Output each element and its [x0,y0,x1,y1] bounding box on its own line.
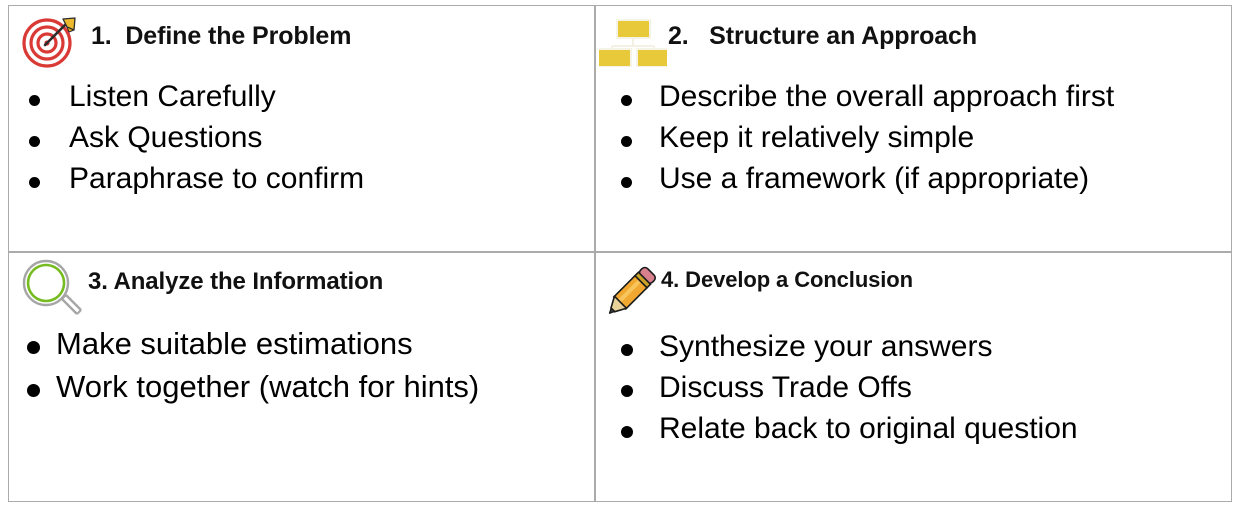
bullet-dot-icon [621,136,632,147]
list-item: Discuss Trade Offs [621,371,1078,405]
quadrant-1-bullet-list: Listen Carefully Ask Questions Paraphras… [29,80,364,203]
quadrant-3-header: 3. Analyze the Information [9,254,594,316]
quadrant-4-bullet-list: Synthesize your answers Discuss Trade Of… [621,330,1078,453]
bullet-label: Describe the overall approach first [659,80,1115,113]
list-item: Keep it relatively simple [621,121,1114,155]
bullet-dot-icon [27,341,40,354]
org-chart-icon [599,15,667,67]
list-item: Listen Carefully [29,80,364,114]
target-icon [19,12,81,68]
bullet-label: Ask Questions [69,121,263,154]
quadrant-4-header: 4. Develop a Conclusion [597,254,1231,316]
list-item: Paraphrase to confirm [29,162,364,196]
bullet-label: Relate back to original question [659,412,1078,445]
list-item: Make suitable estimations [27,326,479,362]
bullet-label: Listen Carefully [69,80,276,113]
bullet-label: Make suitable estimations [56,326,413,361]
bullet-dot-icon [29,177,40,188]
list-item: Work together (watch for hints) [27,369,479,405]
pencil-icon [601,259,659,325]
grid-horizontal-divider [8,251,1232,253]
quadrant-4-title: 4. Develop a Conclusion [661,267,913,292]
quadrant-3-bullet-list: Make suitable estimations Work together … [27,326,479,412]
bullet-label: Work together (watch for hints) [56,369,480,404]
grid-vertical-divider [594,5,596,502]
bullet-dot-icon [621,344,633,356]
list-item: Synthesize your answers [621,330,1078,364]
quadrant-2-bullet-list: Describe the overall approach first Keep… [621,80,1114,203]
quadrant-3-title: 3. Analyze the Information [88,268,384,295]
quadrant-define-the-problem: 1. Define the Problem Listen Carefully A… [9,6,594,251]
quadrant-1-header: 1. Define the Problem [9,6,594,68]
bullet-label: Keep it relatively simple [659,121,975,154]
bullet-dot-icon [621,95,632,106]
list-item: Relate back to original question [621,412,1078,446]
quadrant-2-title: 2. Structure an Approach [668,22,978,50]
quadrant-develop-a-conclusion: 4. Develop a Conclusion Synthesize your … [597,254,1231,501]
quadrant-structure-an-approach: 2. Structure an Approach Describe the ov… [597,6,1231,251]
bullet-dot-icon [621,177,632,188]
quadrant-analyze-the-information: 3. Analyze the Information Make suitable… [9,254,594,501]
bullet-dot-icon [621,385,633,397]
quadrant-1-title: 1. Define the Problem [91,22,352,50]
quadrant-2-header: 2. Structure an Approach [597,6,1231,68]
bullet-label: Discuss Trade Offs [659,371,912,404]
bullet-label: Paraphrase to confirm [69,162,365,195]
bullet-label: Synthesize your answers [659,330,993,363]
bullet-label: Use a framework (if appropriate) [659,162,1090,195]
list-item: Describe the overall approach first [621,80,1114,114]
bullet-dot-icon [621,426,633,438]
bullet-dot-icon [29,95,40,106]
bullet-dot-icon [29,136,40,147]
list-item: Use a framework (if appropriate) [621,162,1114,196]
magnifying-glass-icon [19,258,85,320]
bullet-dot-icon [27,384,40,397]
list-item: Ask Questions [29,121,364,155]
